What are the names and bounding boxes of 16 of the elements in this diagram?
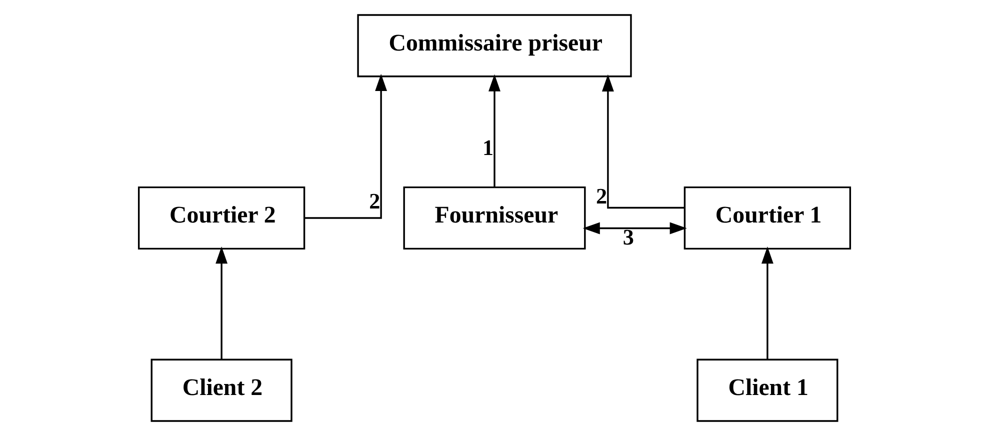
arrow [488,74,500,188]
arrow [601,74,684,209]
node-box: Client 1 [696,358,838,422]
edge-label: 3 [622,224,634,250]
node-box: Courtier 2 [137,186,305,250]
arrow [215,246,228,360]
edge-label: 2 [368,188,380,214]
edge-label: 1 [482,134,494,160]
arrow [760,246,773,360]
node-box: Courtier 1 [683,186,851,250]
node-box: Commissaire priseur [356,14,632,78]
edge-label: 2 [596,183,607,208]
arrow [582,222,686,234]
arrow [304,74,387,219]
node-box: Fournisseur [402,186,586,250]
node-box: Client 2 [150,358,292,422]
